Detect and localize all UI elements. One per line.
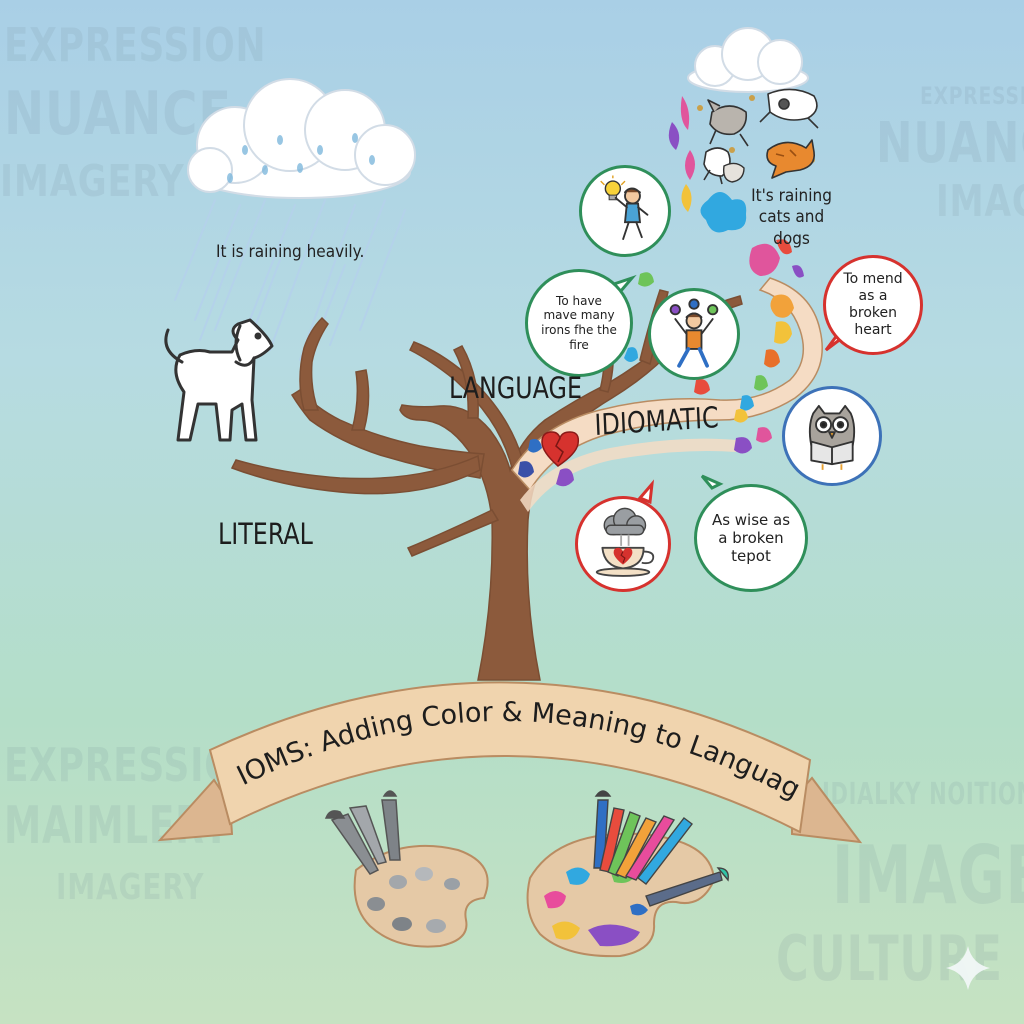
color-splashes [518, 96, 804, 487]
mend-bubble-text: To mend as a broken heart [843, 270, 903, 339]
irons-bubble-text: To have mave many irons fhe the fire [541, 293, 617, 352]
banner-title: IDIOMS: Adding Color & Meaning to Langua… [0, 0, 805, 805]
cloud-icon [687, 27, 809, 93]
watermark-nuance-tr: NUANCE [876, 111, 1024, 176]
cloud-icon [603, 507, 647, 536]
paintbrush-icon [593, 790, 729, 907]
irons-bubble: To have mave many irons fhe the fire [525, 269, 633, 377]
cat-icon [722, 162, 745, 183]
bubble-tail-wise [700, 474, 724, 490]
literal-label: LITERAL [218, 517, 313, 551]
cat-icon [766, 139, 816, 179]
sparkle-icon [946, 946, 990, 990]
raindrop-marks [227, 133, 375, 183]
lightbulb-bubble [579, 165, 671, 257]
juggler-bubble [648, 288, 740, 380]
cloud-icon [187, 78, 416, 199]
watermark-expression-tl: EXPRESSION [4, 18, 267, 72]
lightbulb-icon [600, 175, 626, 201]
banner [157, 681, 863, 844]
watermark-imagery-br: IMAGERY [832, 829, 1024, 922]
watermark-idialky-br: IDIALKY NOITION [822, 777, 1024, 812]
literal-sentence: It is raining heavily. [216, 242, 365, 262]
cat-icon [707, 99, 749, 147]
wise-bubble: As wise as a broken tepot [694, 484, 808, 592]
juggler-icon [669, 298, 719, 368]
teacup-icon [595, 534, 655, 577]
dog-icon [164, 318, 274, 442]
watermark-imagery-bl: IMAGERY [56, 867, 205, 908]
broken-heart-icon [613, 547, 633, 565]
broken-heart-icon [541, 431, 580, 467]
teacup-bubble [575, 496, 671, 592]
wise-bubble-text: As wise as a broken tepot [711, 510, 791, 566]
bubble-tail-teacup [637, 479, 655, 505]
owl-bubble [782, 386, 882, 486]
owl-icon [808, 404, 856, 470]
language-label: LANGUAGE [449, 371, 582, 405]
palette-icon [353, 844, 489, 948]
paintbrush-icon [324, 790, 401, 875]
watermark-expression-tr: EXPRESSION [920, 82, 1024, 110]
dog-icon [759, 88, 819, 129]
person-icon [614, 187, 649, 240]
raining-idiom-label: It's raining cats and dogs [751, 186, 832, 249]
watermark-imagery-tl: IMAGERY [0, 156, 185, 207]
mend-bubble: To mend as a broken heart [823, 255, 923, 355]
watermark-nuance-tl: NUANCE [4, 79, 232, 149]
watermark-imagery-tr: IMAGERY [936, 176, 1024, 227]
